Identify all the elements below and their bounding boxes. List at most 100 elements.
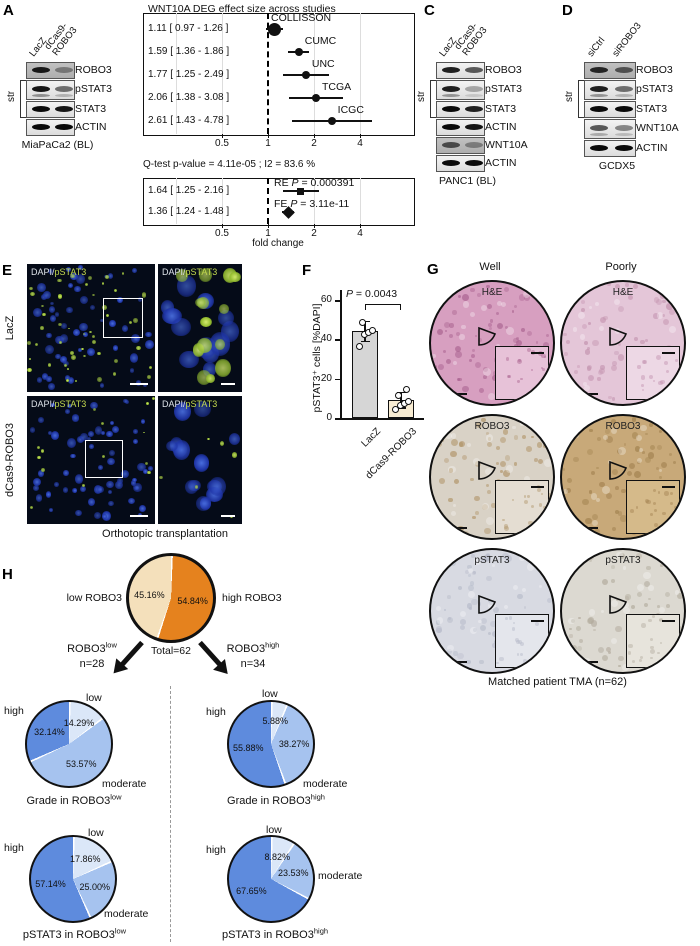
tissue-speckle xyxy=(488,601,493,605)
tissue-lumen xyxy=(473,557,482,565)
tissue-speckle xyxy=(618,306,625,313)
tissue-speckle xyxy=(620,515,627,522)
nucleus-dapi xyxy=(87,431,94,437)
pie-label-high-robo3: high ROBO3 xyxy=(222,592,282,604)
scale-bar xyxy=(451,526,467,529)
tissue-speckle xyxy=(603,316,608,321)
scale-bar xyxy=(221,382,235,385)
inset-speckle xyxy=(530,505,534,509)
tissue-speckle xyxy=(492,606,499,614)
inset-speckle xyxy=(627,651,632,655)
blot-band xyxy=(55,105,73,112)
blot-band-faint xyxy=(590,94,608,97)
blot-row-label: STAT3 xyxy=(75,102,107,115)
inset-speckle xyxy=(534,621,539,626)
tissue-speckle xyxy=(635,553,642,560)
tissue-lumen xyxy=(562,567,566,571)
lane-label: dCas9- ROBO3 xyxy=(452,20,490,58)
tissue-speckle xyxy=(614,350,619,356)
pstat3-signal xyxy=(36,445,40,449)
tissue-lumen xyxy=(519,555,525,562)
row-label-dcas9-wrap: dCas9-ROBO3 xyxy=(2,396,18,524)
nucleus-dapi xyxy=(133,438,138,444)
inset-speckle xyxy=(643,359,647,364)
blot-row-label: ACTIN xyxy=(485,120,517,133)
tissue-speckle xyxy=(615,625,622,633)
inset-speckle xyxy=(660,379,665,385)
bracket-end xyxy=(400,304,402,310)
tissue-speckle xyxy=(575,626,581,631)
inset-scale-bar xyxy=(662,352,675,354)
tissue-speckle xyxy=(621,488,626,494)
nucleus-dapi xyxy=(60,323,68,329)
tissue-speckle xyxy=(637,460,641,464)
tissue-speckle xyxy=(569,627,572,631)
nucleus-dapi xyxy=(70,453,76,459)
pstat3-signal xyxy=(28,357,31,360)
annotation-region-outline xyxy=(606,460,628,487)
blot-band xyxy=(615,86,633,92)
tissue-speckle xyxy=(647,597,651,601)
tissue-speckle xyxy=(448,334,453,339)
tissue-speckle xyxy=(516,339,523,346)
tissue-speckle xyxy=(575,562,580,567)
tissue-lumen xyxy=(616,552,623,559)
inset-speckle xyxy=(653,509,657,513)
inset-speckle xyxy=(524,500,529,505)
data-point xyxy=(368,327,376,334)
nucleus-dapi xyxy=(174,402,191,422)
pie-slice-percentage: 25.00% xyxy=(79,881,111,892)
column-header-poorly: Poorly xyxy=(605,261,637,273)
pie-slice-percentage: 67.65% xyxy=(236,886,267,897)
tissue-speckle xyxy=(514,305,518,309)
nucleus-dapi xyxy=(145,331,152,337)
tissue-lumen xyxy=(488,601,496,610)
tissue-lumen xyxy=(437,519,444,526)
tissue-speckle xyxy=(564,520,570,525)
tissue-speckle xyxy=(446,358,452,365)
tissue-speckle xyxy=(535,341,539,345)
tissue-speckle xyxy=(466,603,473,609)
tissue-lumen xyxy=(506,327,514,335)
tissue-speckle xyxy=(517,594,523,600)
inset-speckle xyxy=(669,491,673,496)
tissue-lumen xyxy=(505,465,513,473)
tissue-lumen xyxy=(588,609,596,616)
tissue-speckle xyxy=(615,598,619,602)
tissue-speckle xyxy=(676,592,683,599)
x-tick-label: 1 xyxy=(265,228,271,239)
summary-estimate-text: 1.36 [ 1.24 - 1.48 ] xyxy=(148,206,230,217)
x-tick-label: 0.5 xyxy=(215,138,229,149)
nucleus-dapi xyxy=(45,491,52,498)
pie-robo3-distribution: 54.84%45.16% xyxy=(126,553,216,643)
tissue-lumen xyxy=(497,300,503,306)
tissue-speckle xyxy=(518,294,526,302)
blot-box xyxy=(584,62,636,79)
inset-speckle xyxy=(632,659,636,663)
tissue-lumen xyxy=(635,434,642,441)
tissue-speckle xyxy=(457,585,463,590)
tissue-speckle xyxy=(576,365,580,368)
nucleus-dapi xyxy=(86,436,92,441)
nucleus-dapi xyxy=(71,414,80,422)
pstat3-signal xyxy=(83,354,87,357)
panel-letter-c: C xyxy=(424,2,435,19)
inset-scale-bar xyxy=(662,486,675,488)
tissue-speckle xyxy=(481,617,488,624)
tissue-speckle xyxy=(538,459,544,465)
nucleus-dapi xyxy=(129,368,135,373)
blot-band xyxy=(590,86,608,92)
panel-e-caption: Orthotopic transplantation xyxy=(102,528,228,540)
tissue-speckle xyxy=(457,525,464,533)
inset-speckle xyxy=(539,503,543,507)
slice-label-low: low xyxy=(86,692,102,704)
tissue-lumen xyxy=(513,585,519,591)
tissue-speckle xyxy=(474,334,478,338)
tissue-lumen xyxy=(528,282,535,290)
tissue-speckle xyxy=(586,346,590,350)
slice-label-moderate: moderate xyxy=(318,870,363,882)
tissue-speckle xyxy=(487,441,493,448)
pstat3-signal xyxy=(144,462,148,465)
tissue-speckle xyxy=(644,338,648,342)
tissue-lumen xyxy=(640,424,647,432)
